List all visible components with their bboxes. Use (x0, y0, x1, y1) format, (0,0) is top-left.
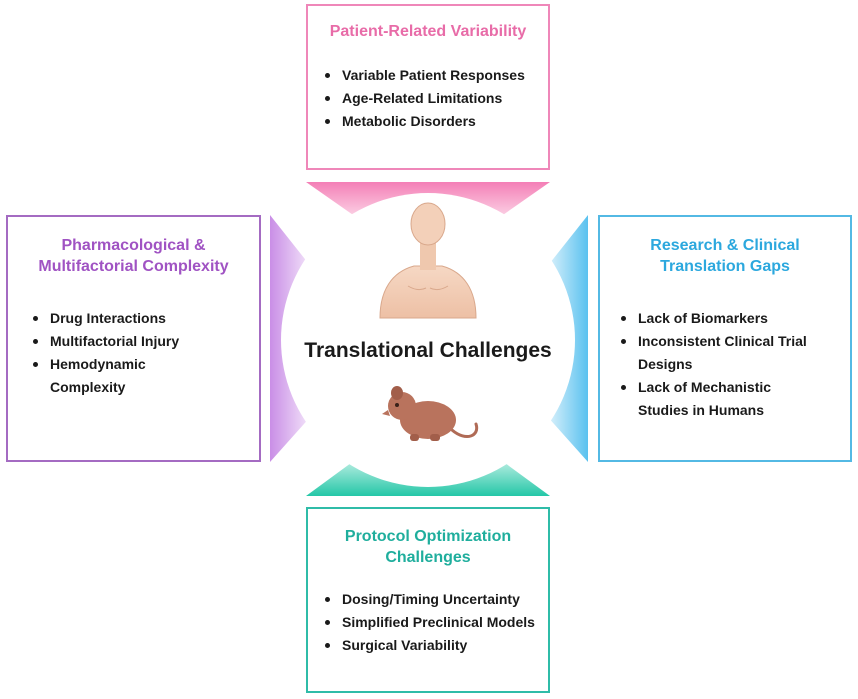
bullet-list: Dosing/Timing Uncertainty Simplified Pre… (320, 588, 548, 657)
list-item: Metabolic Disorders (320, 110, 548, 133)
list-item-line: Lack of Mechanistic (638, 379, 772, 395)
box-title-line: Multifactorial Complexity (38, 258, 229, 275)
list-item-line: Inconsistent Clinical Trial (638, 333, 807, 349)
list-item: Surgical Variability (320, 634, 548, 657)
list-item: Inconsistent Clinical Trial Designs (616, 330, 850, 376)
list-item: Lack of Biomarkers (616, 307, 850, 330)
list-item: Drug Interactions (28, 307, 259, 330)
human-torso-icon (379, 202, 477, 319)
box-title: Pharmacological & Multifactorial Complex… (8, 235, 259, 277)
box-title: Patient-Related Variability (329, 23, 527, 40)
bullet-list: Lack of Biomarkers Inconsistent Clinical… (616, 307, 850, 422)
box-title-line: Translation Gaps (660, 258, 790, 275)
bullet-list: Drug Interactions Multifactorial Injury … (28, 307, 259, 399)
list-item-line: Hemodynamic (50, 356, 146, 372)
box-title-line: Pharmacological & (61, 237, 206, 254)
list-item-line: Designs (638, 356, 693, 372)
list-item: Lack of Mechanistic Studies in Humans (616, 376, 850, 422)
translation-gaps-box: Research & Clinical Translation Gaps Lac… (598, 215, 852, 462)
center-circle (281, 193, 575, 487)
box-title: Protocol Optimization Challenges (308, 526, 548, 568)
list-item-line: Complexity (50, 379, 126, 395)
pharmacological-complexity-box: Pharmacological & Multifactorial Complex… (6, 215, 261, 462)
box-title: Research & Clinical Translation Gaps (600, 235, 850, 277)
list-item: Simplified Preclinical Models (320, 611, 548, 634)
list-item: Variable Patient Responses (320, 64, 548, 87)
box-title-line: Research & Clinical (650, 237, 800, 254)
list-item: Dosing/Timing Uncertainty (320, 588, 548, 611)
center-title: Translational Challenges (304, 339, 552, 362)
list-item: Multifactorial Injury (28, 330, 259, 353)
list-item-line: Studies in Humans (638, 402, 765, 418)
list-item: Hemodynamic Complexity (28, 353, 259, 399)
box-title-line: Protocol Optimization (344, 528, 512, 545)
mouse-icon (382, 386, 479, 441)
bullet-list: Variable Patient Responses Age-Related L… (320, 64, 548, 133)
patient-variability-box: Patient-Related Variability Variable Pat… (306, 4, 550, 170)
protocol-optimization-box: Protocol Optimization Challenges Dosing/… (306, 507, 550, 693)
list-item: Age-Related Limitations (320, 87, 548, 110)
box-title-line: Challenges (385, 549, 471, 566)
